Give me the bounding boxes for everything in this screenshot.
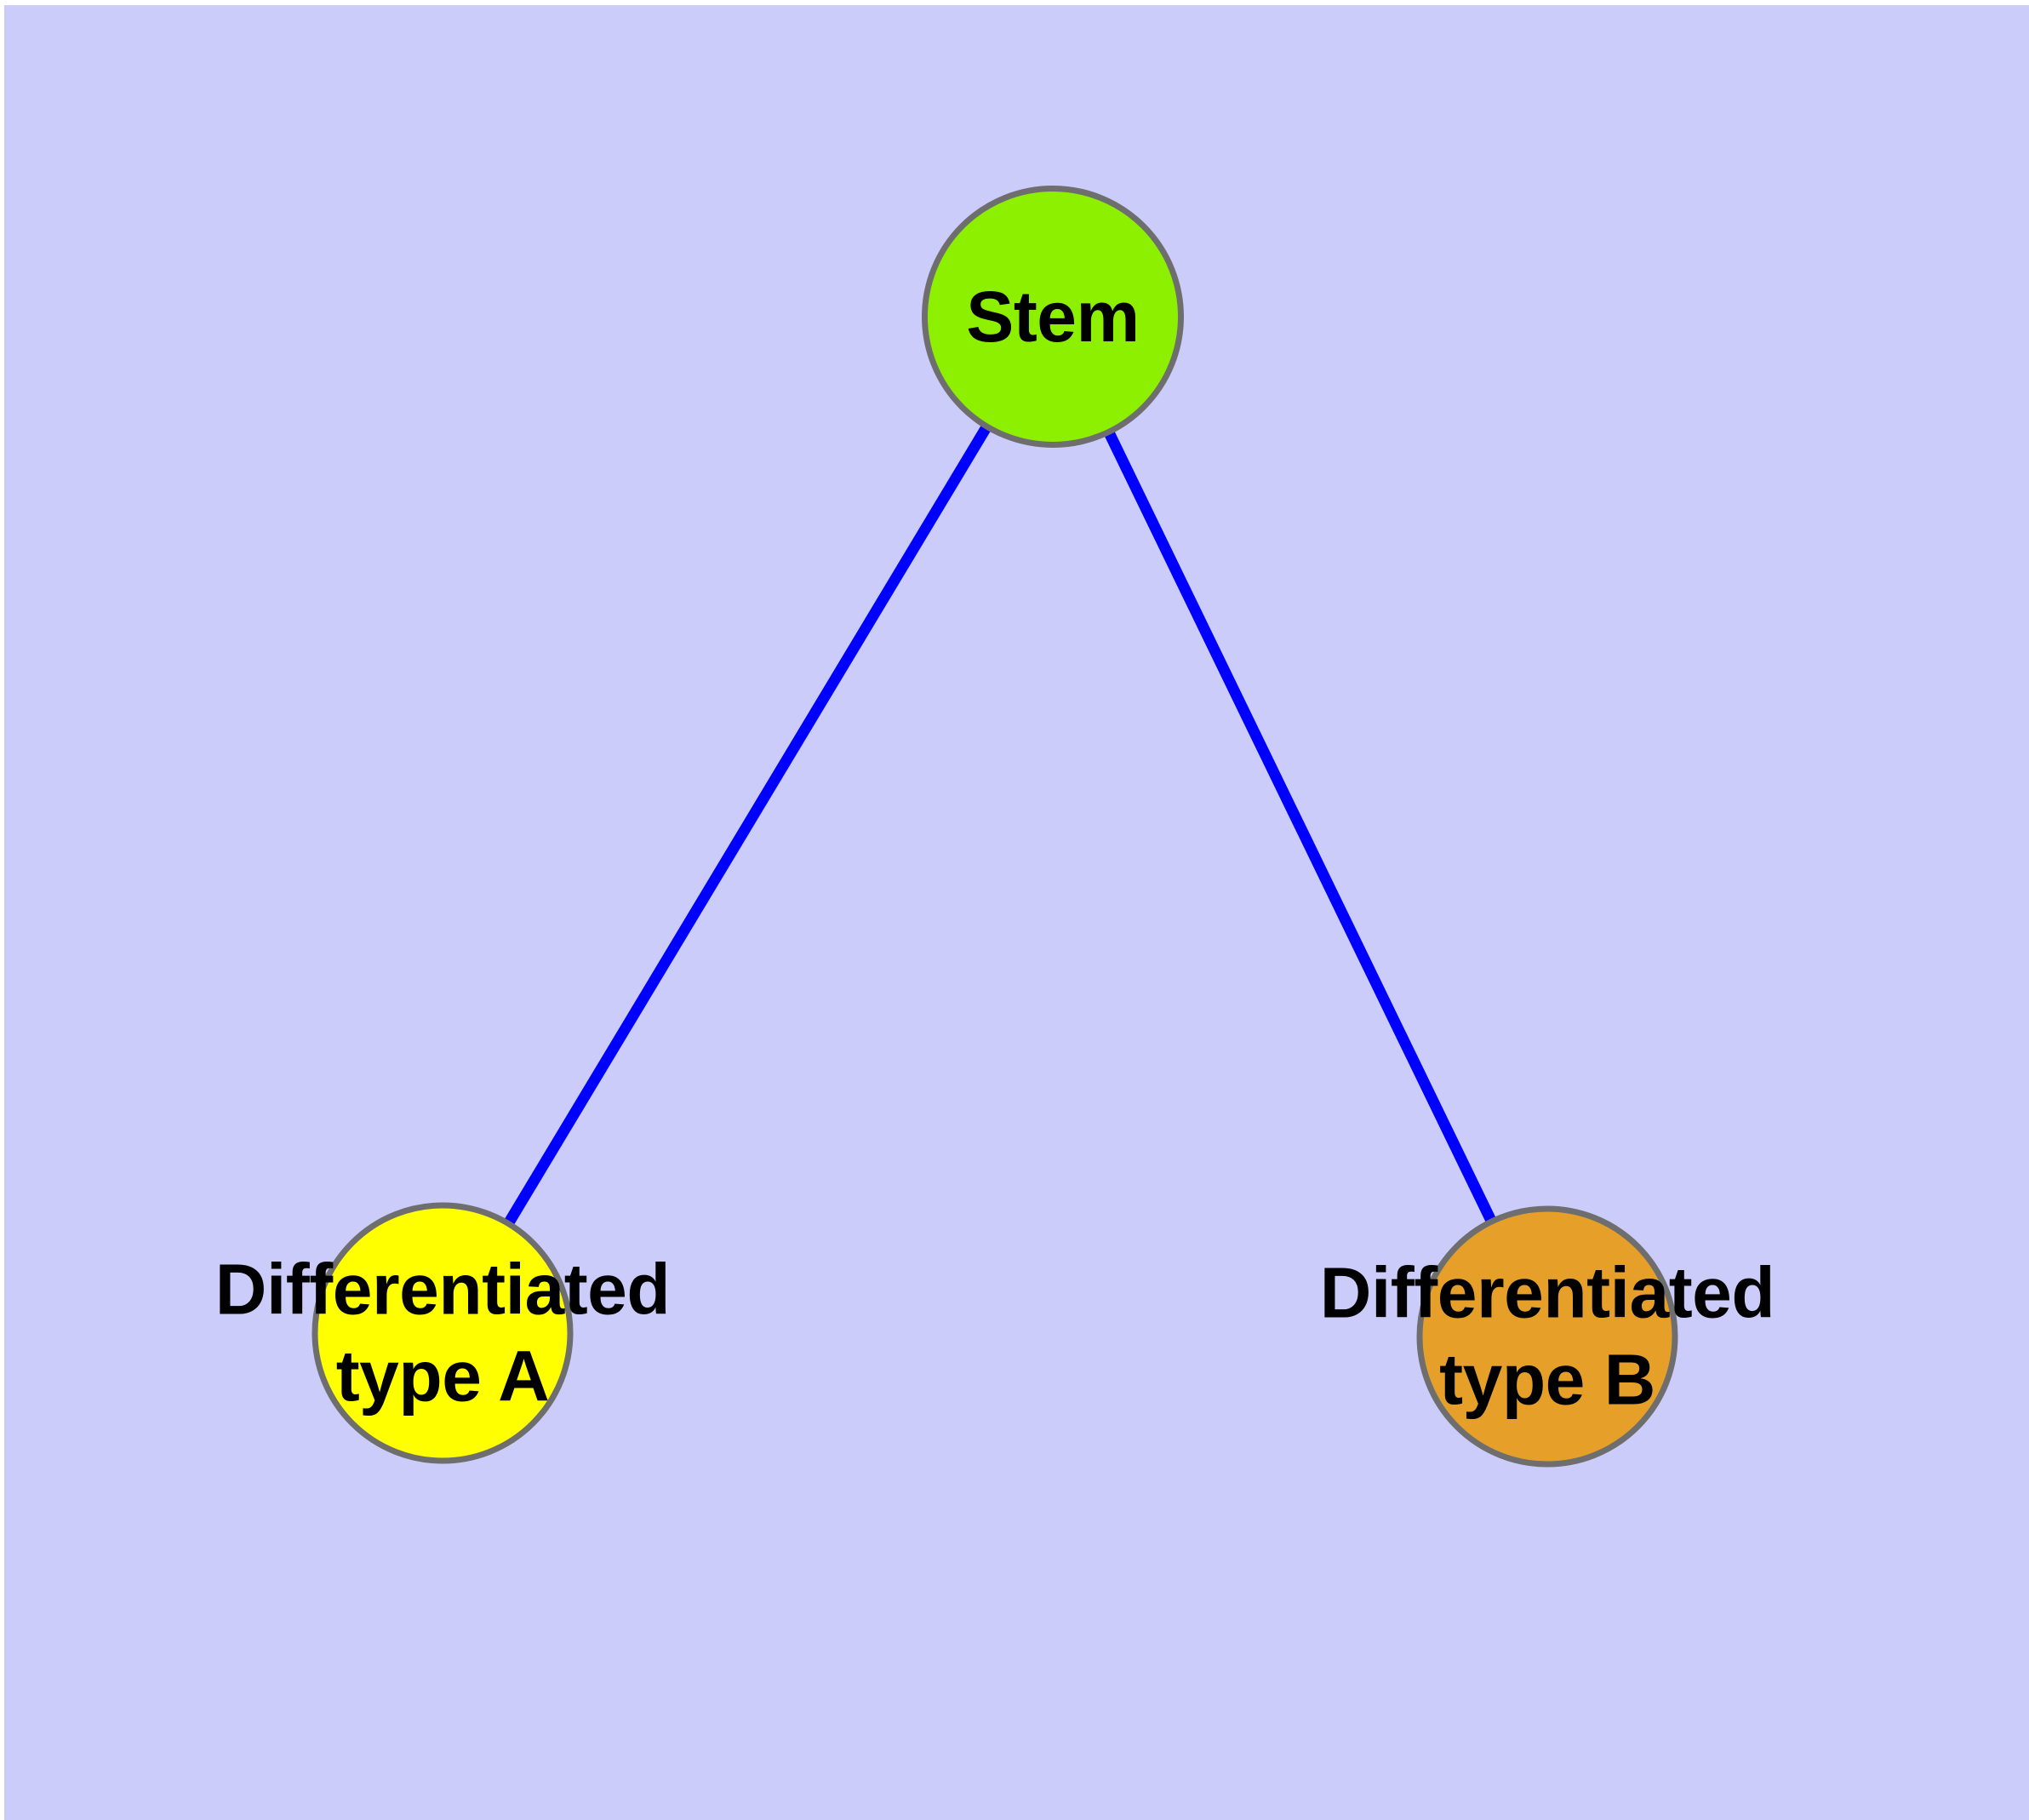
edge-stem-diff-a	[437, 313, 1058, 1336]
node-differentiated-type-b[interactable]	[1416, 1205, 1678, 1468]
edge-layer	[437, 313, 1552, 1339]
graph-plot-area: Stem Differentiated type A Differentiate…	[4, 5, 2029, 1820]
node-differentiated-type-a[interactable]	[311, 1202, 574, 1464]
node-stem[interactable]	[922, 186, 1184, 448]
edge-stem-diff-b	[1048, 314, 1552, 1339]
node-layer: Stem Differentiated type A Differentiate…	[4, 5, 2029, 1820]
